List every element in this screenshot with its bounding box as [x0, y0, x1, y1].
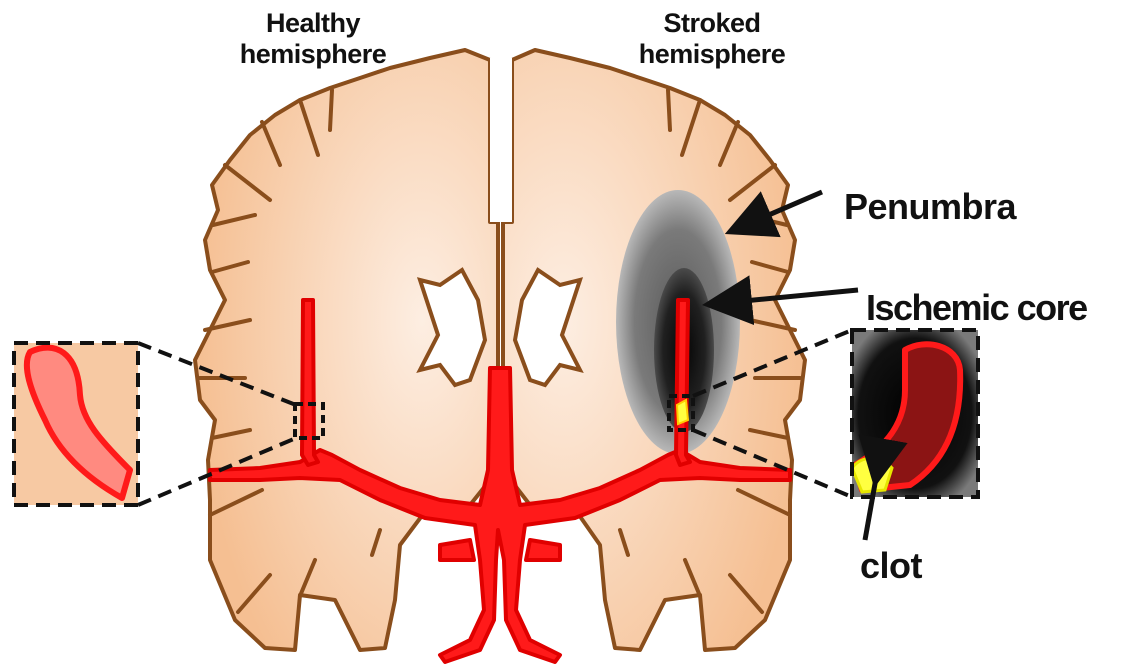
healthy-inset	[14, 343, 138, 505]
healthy-hemisphere-label: Healthy hemisphere	[228, 8, 398, 70]
clot-in-vessel	[677, 400, 688, 424]
stroked-label-line2: hemisphere	[612, 39, 812, 70]
clot-label: clot	[860, 545, 922, 587]
healthy-label-line1: Healthy	[228, 8, 398, 39]
healthy-label-line2: hemisphere	[228, 39, 398, 70]
stroked-label-line1: Stroked	[612, 8, 812, 39]
penumbra-label: Penumbra	[844, 186, 1016, 228]
stroked-inset	[852, 330, 978, 497]
ischemic-core-label: Ischemic core	[866, 287, 1087, 329]
stroked-hemisphere-label: Stroked hemisphere	[612, 8, 812, 70]
midline-fissure	[490, 58, 512, 222]
